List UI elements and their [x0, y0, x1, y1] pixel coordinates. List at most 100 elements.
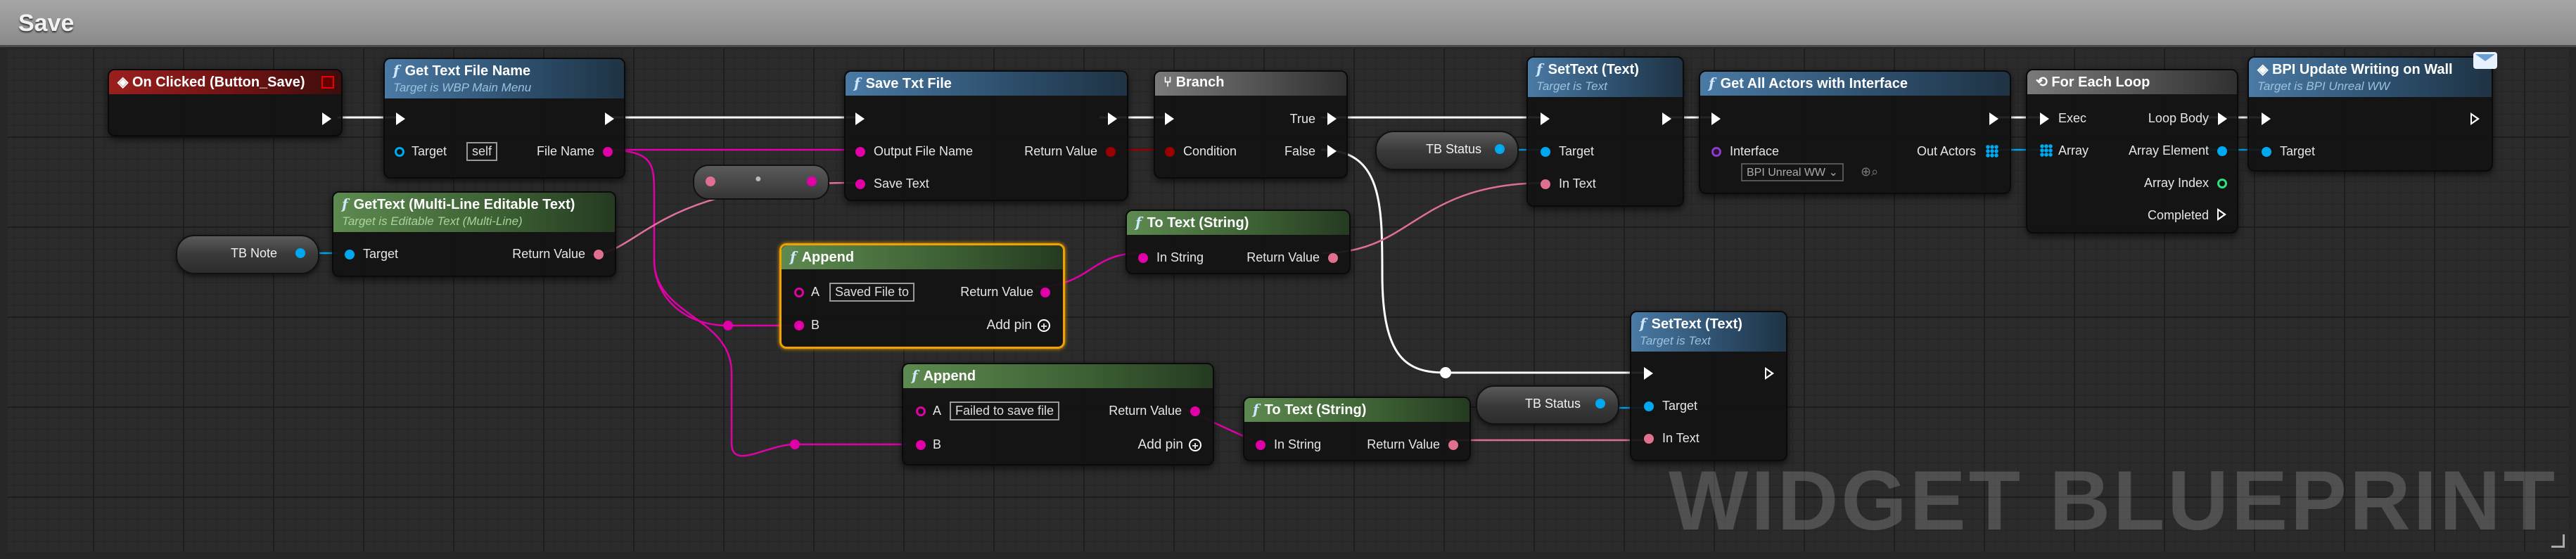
exec-out-pin[interactable] [322, 113, 331, 125]
interface-pin[interactable] [1711, 147, 1721, 157]
a-value-field[interactable]: Failed to save file [950, 401, 1060, 420]
a-pin[interactable] [916, 406, 926, 416]
target-pin[interactable] [2262, 147, 2271, 157]
chevron-down-icon: ⌄ [1828, 167, 1838, 179]
pin-label: In Text [1662, 431, 1700, 445]
delegate-pin-icon[interactable] [321, 76, 334, 89]
variable-tb-status-2[interactable]: TB Status [1476, 385, 1619, 425]
condition-pin[interactable] [1165, 147, 1175, 157]
array-element-pin[interactable] [2217, 146, 2227, 156]
in-string-pin[interactable] [1138, 253, 1148, 263]
node-title: SetText (Text) [1548, 62, 1639, 77]
return-value-pin[interactable] [1040, 288, 1050, 297]
true-exec-pin[interactable] [1327, 113, 1337, 125]
array-index-pin[interactable] [2217, 179, 2227, 188]
add-pin-button[interactable]: Add pin+ [1138, 437, 1201, 453]
loop-body-exec-pin[interactable] [2218, 113, 2227, 125]
target-pin[interactable] [345, 250, 355, 259]
return-value-pin[interactable] [1328, 253, 1338, 263]
exec-in-pin[interactable] [1711, 113, 1721, 125]
variable-label: TB Status [1426, 142, 1482, 156]
in-text-pin[interactable] [1644, 434, 1654, 444]
pin-label: False [1284, 144, 1315, 158]
node-on-clicked[interactable]: ◈ On Clicked (Button_Save) [108, 69, 343, 136]
add-pin-button[interactable]: Add pin+ [987, 318, 1050, 333]
return-value-pin[interactable] [1106, 147, 1116, 157]
interface-class-dropdown[interactable]: BPI Unreal WW ⌄ [1741, 163, 1844, 181]
array-pin-icon[interactable] [2040, 144, 2053, 157]
exec-out-pin[interactable] [2470, 113, 2480, 125]
resize-grip-icon[interactable] [2551, 534, 2565, 548]
node-bpi-update-writing-on-wall[interactable]: ◈ BPI Update Writing on Wall Target is B… [2247, 52, 2497, 172]
variable-out-pin[interactable] [1595, 399, 1605, 409]
exec-in-pin[interactable] [1644, 367, 1653, 380]
target-pin[interactable] [1541, 147, 1550, 157]
array-pin-icon[interactable] [1986, 145, 1998, 158]
file-name-out-pin[interactable] [603, 147, 613, 157]
pin-label: Loop Body [2148, 111, 2209, 125]
exec-out-pin[interactable] [1765, 367, 1775, 380]
exec-out-pin[interactable] [1989, 113, 1998, 125]
variable-label: TB Note [231, 246, 278, 260]
exec-out-pin[interactable] [1108, 113, 1117, 125]
input-pin[interactable] [706, 176, 715, 186]
output-file-name-pin[interactable] [855, 147, 865, 157]
return-value-pin[interactable] [1190, 406, 1200, 416]
add-pin-label: Add pin [986, 318, 1032, 333]
pin-label: Return Value [1367, 437, 1440, 451]
in-text-pin[interactable] [1541, 179, 1550, 189]
return-value-pin[interactable] [1448, 440, 1458, 450]
exec-out-pin[interactable] [1662, 113, 1671, 125]
exec-in-pin[interactable] [1165, 113, 1174, 125]
b-pin[interactable] [916, 440, 926, 450]
node-branch[interactable]: ⑂ Branch True Condition False [1154, 70, 1348, 179]
pin-label: A [933, 404, 942, 418]
graph-title-bar: Save [0, 0, 2576, 47]
return-value-pin[interactable] [594, 250, 604, 259]
function-f-icon: f [854, 75, 860, 91]
exec-out-pin[interactable] [605, 113, 614, 125]
a-value-field[interactable]: Saved File to [829, 283, 915, 302]
save-text-pin[interactable] [855, 179, 865, 189]
target-value-field[interactable]: self [466, 142, 498, 161]
exec-in-pin[interactable] [1541, 113, 1550, 125]
completed-exec-pin[interactable] [2217, 208, 2227, 221]
pin-label: Array [2058, 143, 2089, 158]
target-pin[interactable] [395, 147, 404, 157]
node-for-each-loop[interactable]: ⟲ For Each Loop Exec Loop Body Array Arr… [2026, 69, 2238, 233]
exec-in-pin[interactable] [2040, 113, 2049, 125]
variable-tb-note[interactable]: TB Note [176, 235, 319, 274]
false-exec-pin[interactable] [1327, 145, 1337, 158]
variable-out-pin[interactable] [295, 248, 305, 258]
conversion-node[interactable]: ● [693, 165, 829, 200]
in-string-pin[interactable] [1256, 440, 1265, 450]
pin-label: Return Value [512, 247, 585, 261]
exec-in-pin[interactable] [396, 113, 405, 125]
variable-tb-status[interactable]: TB Status [1375, 131, 1519, 170]
exec-in-pin[interactable] [855, 113, 865, 125]
conversion-dot-icon: ● [755, 173, 762, 185]
envelope-icon [2473, 52, 2497, 69]
target-pin[interactable] [1644, 401, 1654, 411]
node-title: GetText (Multi-Line Editable Text) [353, 197, 575, 212]
b-pin[interactable] [794, 321, 804, 330]
node-subtitle: Target is Editable Text (Multi-Line) [342, 214, 523, 228]
pin-label: Save Text [874, 176, 929, 191]
a-pin[interactable] [794, 288, 804, 297]
add-remove-icons[interactable]: ⊕⌕ [1861, 165, 1879, 179]
exec-in-pin[interactable] [2262, 113, 2271, 125]
variable-out-pin[interactable] [1495, 144, 1505, 154]
output-pin[interactable] [807, 176, 817, 186]
